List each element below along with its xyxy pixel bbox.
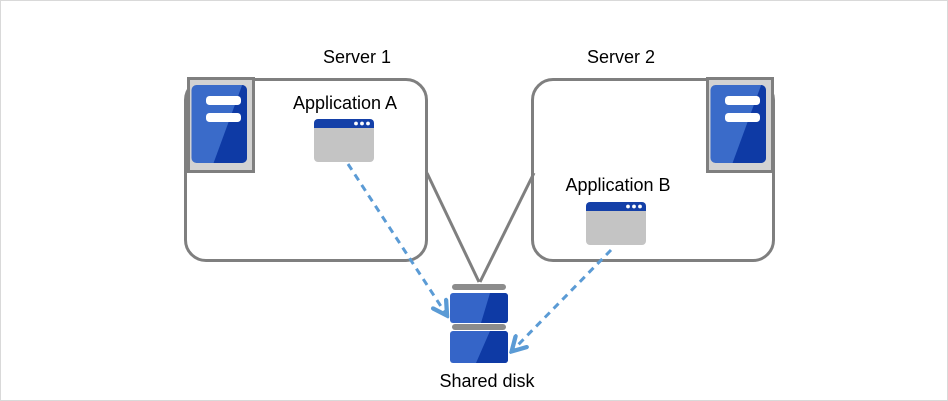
server2-icon-frame: [706, 77, 774, 173]
app-window-icon: [586, 202, 646, 245]
stacked-disk-icon: [450, 284, 508, 363]
server1-label: Server 1: [322, 47, 392, 68]
app-b-to-disk-arrow: [513, 248, 613, 350]
server1-icon-frame: [187, 77, 255, 173]
server-tower-icon: [190, 80, 252, 170]
server-tower-icon: [709, 80, 771, 170]
app-window-icon: [314, 119, 374, 162]
shared-disk-label: Shared disk: [439, 371, 535, 392]
server2-label: Server 2: [586, 47, 656, 68]
server2-to-disk-line: [478, 172, 536, 283]
server1-to-disk-line: [425, 172, 481, 283]
app-b-label: Application B: [565, 175, 671, 196]
app-a-label: Application A: [292, 93, 398, 114]
